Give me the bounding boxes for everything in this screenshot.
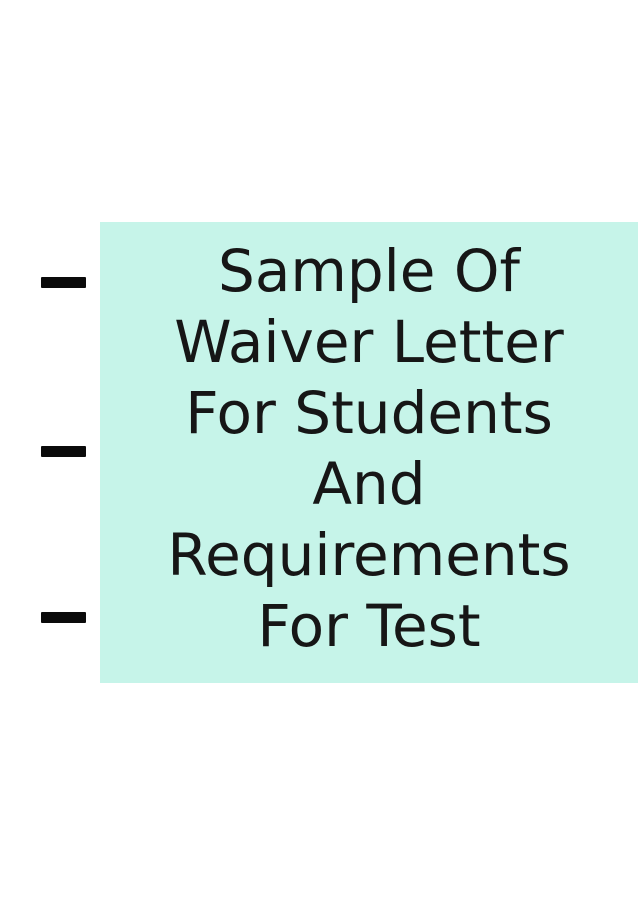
title-line-1: Sample Of xyxy=(218,236,520,305)
title-line-2: Waiver Letter xyxy=(174,307,564,376)
title-line-3: For Students xyxy=(185,378,553,447)
title-line-4: And xyxy=(312,449,426,518)
dash-icon xyxy=(41,277,86,288)
title-line-6: For Test xyxy=(257,591,481,660)
dash-icon xyxy=(41,446,86,457)
title-line-5: Requirements xyxy=(167,520,571,589)
title-panel: Sample Of Waiver Letter For Students And… xyxy=(100,222,638,683)
dash-icon xyxy=(41,612,86,623)
